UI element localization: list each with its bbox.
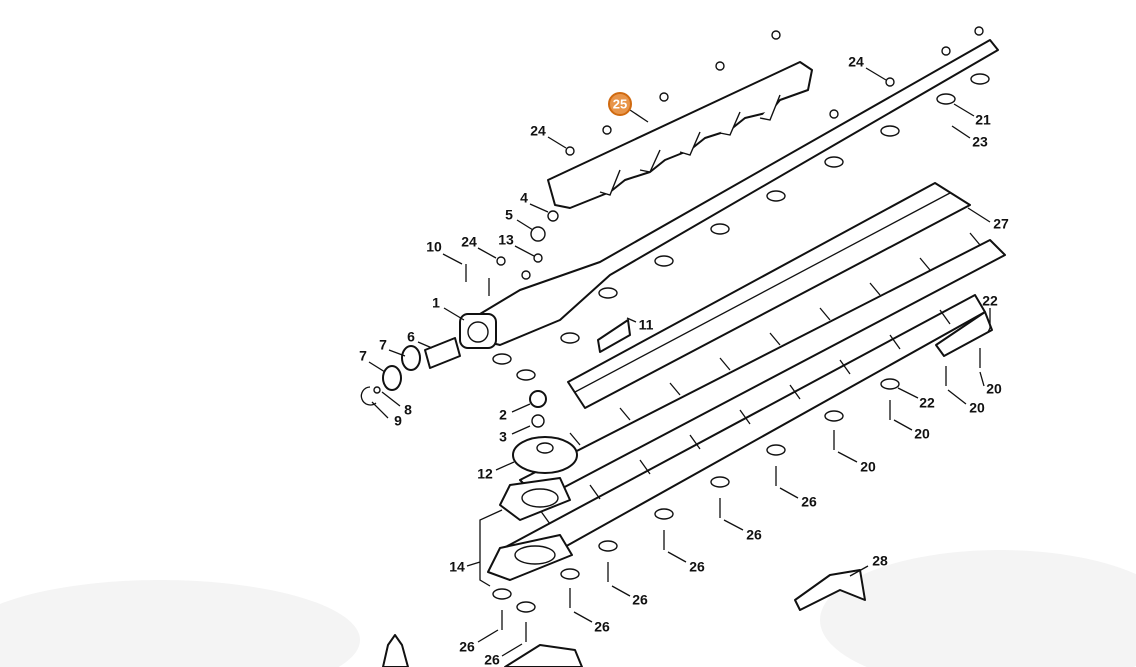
- circlip[interactable]: [360, 386, 377, 406]
- warning-label[interactable]: [597, 319, 631, 353]
- ball-bearing[interactable]: [382, 365, 402, 391]
- callout-22[interactable]: 22: [919, 395, 935, 411]
- callout-27[interactable]: 27: [993, 216, 1009, 232]
- selected-callout-marker[interactable]: [608, 92, 632, 116]
- callout-7[interactable]: 7: [379, 337, 387, 353]
- gasket-opening: [514, 545, 556, 565]
- hand-guard[interactable]: [794, 569, 866, 611]
- background-shade: [820, 550, 1136, 667]
- callout-22[interactable]: 22: [982, 293, 998, 309]
- background-shade: [0, 580, 360, 667]
- callout-24[interactable]: 24: [848, 54, 864, 70]
- callout-20[interactable]: 20: [914, 426, 930, 442]
- fasteners: [465, 26, 990, 642]
- callout-2[interactable]: 2: [499, 407, 507, 423]
- callout-11[interactable]: 11: [639, 317, 654, 333]
- callout-25-selected[interactable]: 25: [613, 96, 627, 111]
- callout-26[interactable]: 26: [689, 559, 705, 575]
- pinion-shaft[interactable]: [424, 337, 461, 369]
- callout-20[interactable]: 20: [986, 381, 1002, 397]
- callout-26[interactable]: 26: [746, 527, 762, 543]
- callout-20[interactable]: 20: [969, 400, 985, 416]
- leader-lines: [368, 67, 991, 657]
- callout-26[interactable]: 26: [632, 592, 648, 608]
- callout-9[interactable]: 9: [394, 413, 402, 429]
- cutter-guard-teeth: [599, 94, 781, 196]
- callout-24[interactable]: 24: [461, 234, 477, 250]
- callout-labels: 25 24 21 23 24 4 5 10 24 13 27 1 11 6 7 …: [359, 54, 1009, 667]
- callout-28[interactable]: 28: [872, 553, 888, 569]
- rail-edge: [574, 192, 951, 393]
- ball-bearing[interactable]: [401, 345, 421, 371]
- callout-3[interactable]: 3: [499, 429, 507, 445]
- callout-26[interactable]: 26: [459, 639, 475, 655]
- guard-plate[interactable]: [935, 311, 993, 357]
- callout-4[interactable]: 4: [520, 190, 528, 206]
- blade-support-rail[interactable]: [567, 182, 971, 409]
- gear-housing-clamp[interactable]: [459, 313, 497, 349]
- callout-6[interactable]: 6: [407, 329, 415, 345]
- cutter-guard-top[interactable]: [547, 61, 813, 209]
- callout-24[interactable]: 24: [530, 123, 546, 139]
- callout-26[interactable]: 26: [484, 652, 500, 667]
- gasket-opening: [521, 488, 559, 508]
- callout-21[interactable]: 21: [975, 112, 991, 128]
- needle-bearing[interactable]: [529, 390, 547, 408]
- callout-26[interactable]: 26: [801, 494, 817, 510]
- circlip-small[interactable]: [531, 414, 545, 428]
- gasket-bottom: [504, 644, 583, 667]
- washer-small[interactable]: [373, 386, 381, 394]
- callout-10[interactable]: 10: [426, 239, 442, 255]
- end-cap: [382, 634, 409, 667]
- callout-7[interactable]: 7: [359, 348, 367, 364]
- callout-23[interactable]: 23: [972, 134, 988, 150]
- callout-5[interactable]: 5: [505, 207, 513, 223]
- callout-8[interactable]: 8: [404, 402, 412, 418]
- callout-26[interactable]: 26: [594, 619, 610, 635]
- callout-1[interactable]: 1: [432, 295, 440, 311]
- blade-teeth: [519, 232, 981, 525]
- callout-13[interactable]: 13: [498, 232, 514, 248]
- callout-14[interactable]: 14: [449, 559, 465, 575]
- thrust-washer-hub: [536, 442, 554, 454]
- callout-12[interactable]: 12: [477, 466, 493, 482]
- thrust-washer[interactable]: [512, 436, 578, 474]
- callout-20[interactable]: 20: [860, 459, 876, 475]
